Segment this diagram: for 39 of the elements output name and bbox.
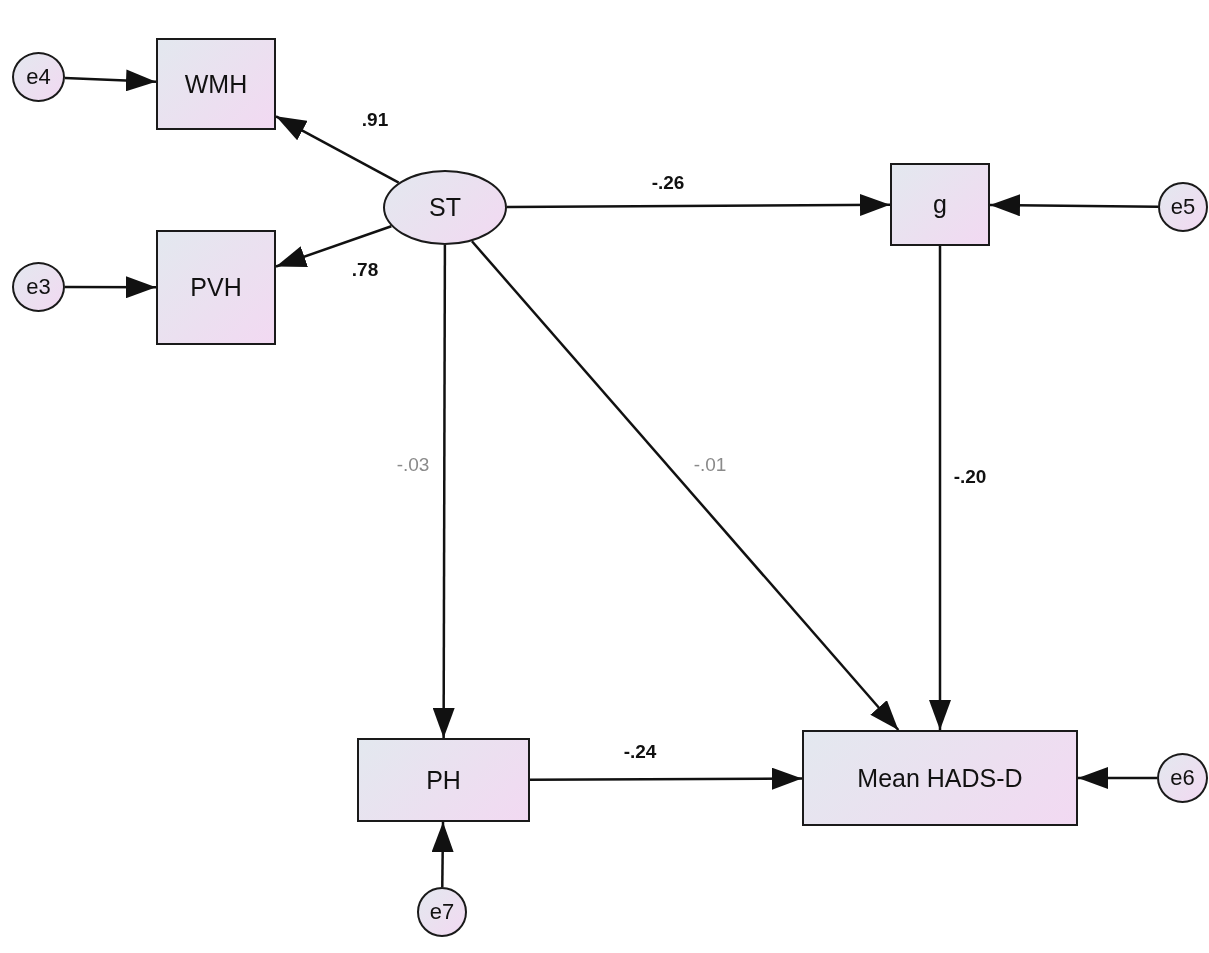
observed-variable-box: [156, 230, 276, 345]
variable-name: PH: [426, 765, 461, 795]
error-term-circle: [417, 887, 467, 937]
error-term-circle: [1157, 753, 1208, 803]
arrow: [65, 276, 156, 299]
variable-name: ST: [429, 193, 461, 222]
variable-name: PVH: [190, 273, 242, 302]
path-coefficient: -.01: [693, 454, 727, 476]
variable-name: e6: [1170, 765, 1195, 791]
variable-name: e7: [429, 899, 455, 925]
observed-variable-box: [357, 738, 530, 822]
path-coefficient: -.24: [623, 741, 657, 763]
arrow: [432, 245, 455, 738]
variable-name: WMH: [184, 69, 248, 99]
arrow: [990, 194, 1158, 217]
observed-variable-box: [156, 38, 276, 130]
path-coefficient: -.26: [651, 172, 685, 194]
arrow: [275, 115, 400, 184]
variable-name: e4: [26, 64, 51, 90]
error-term-circle: [1158, 182, 1208, 232]
arrow: [929, 246, 951, 730]
variable-name: e5: [1170, 194, 1196, 220]
path-coefficient: -.20: [953, 466, 987, 488]
observed-variable-box: [802, 730, 1078, 826]
path-coefficient: .91: [361, 109, 389, 131]
arrow: [507, 194, 890, 216]
error-term-circle: [12, 52, 65, 102]
variable-name: g: [933, 190, 947, 219]
arrow: [530, 767, 802, 790]
arrow: [64, 69, 157, 92]
observed-variable-box: [890, 163, 990, 246]
path-coefficient: -.03: [396, 454, 430, 476]
arrow: [275, 225, 392, 268]
arrow: [1078, 767, 1157, 789]
arrow: [431, 822, 454, 887]
variable-name: Mean HADS-D: [857, 763, 1023, 793]
path-coefficient: .78: [351, 259, 379, 281]
error-term-circle: [12, 262, 65, 312]
variable-name: e3: [26, 274, 51, 300]
